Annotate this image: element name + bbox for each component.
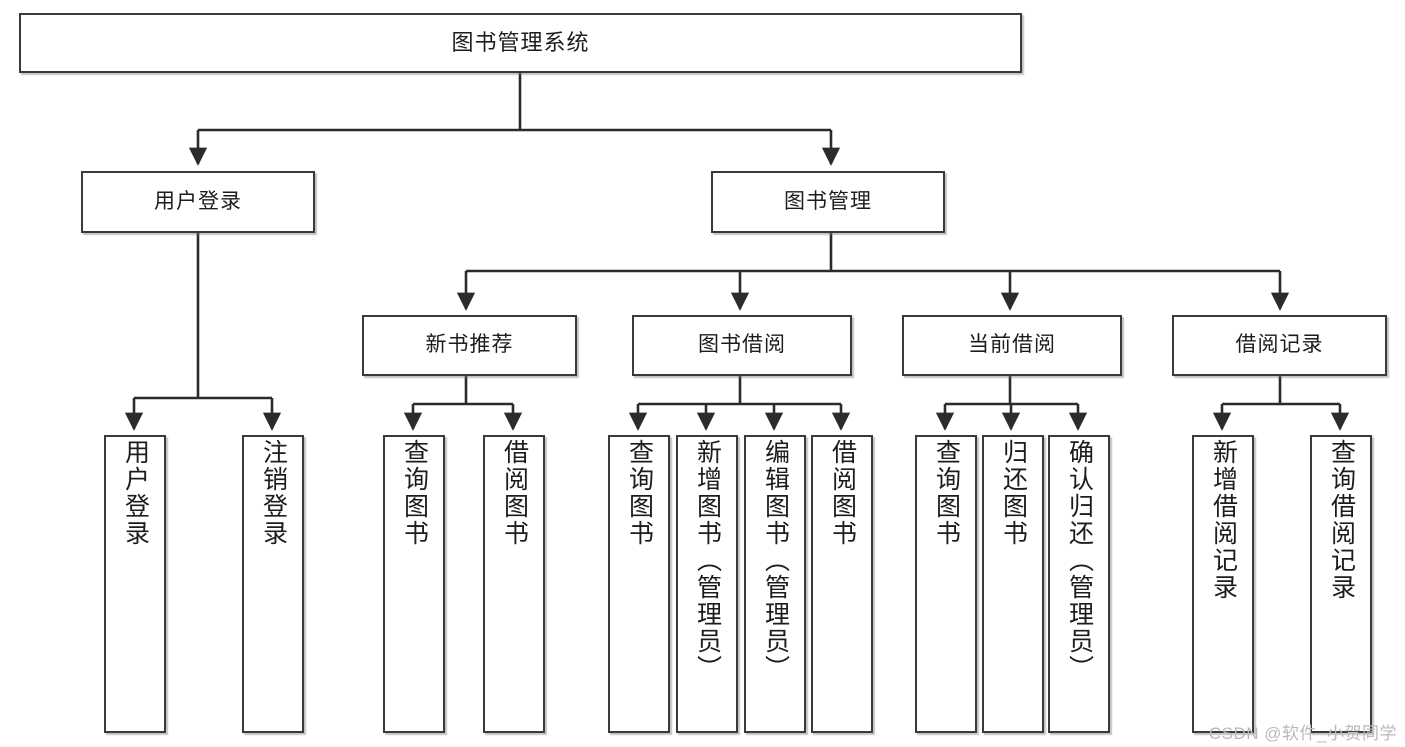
node-borrow-record[interactable]: 借阅记录 xyxy=(1172,315,1387,376)
leaf-confirm-return-admin[interactable]: 确认归还（管理员） xyxy=(1048,435,1110,733)
leaf-query-book-recommend[interactable]: 查询图书 xyxy=(383,435,445,733)
node-label: 用户登录 xyxy=(121,439,150,547)
node-label: 新书推荐 xyxy=(425,333,514,357)
node-label: 确认归还（管理员） xyxy=(1065,439,1094,682)
leaf-add-borrow-record[interactable]: 新增借阅记录 xyxy=(1192,435,1254,733)
node-user-login[interactable]: 用户登录 xyxy=(81,171,315,233)
node-label: 图书借阅 xyxy=(698,333,786,357)
node-label: 图书管理系统 xyxy=(451,30,590,56)
node-label: 借阅记录 xyxy=(1235,333,1324,357)
leaf-edit-book-admin[interactable]: 编辑图书（管理员） xyxy=(744,435,806,733)
node-label: 新增图书（管理员） xyxy=(693,439,722,682)
node-label: 查询图书 xyxy=(400,439,429,547)
node-new-book-recommend[interactable]: 新书推荐 xyxy=(362,315,577,376)
node-book-management[interactable]: 图书管理 xyxy=(711,171,945,233)
leaf-borrow-book[interactable]: 借阅图书 xyxy=(811,435,873,733)
node-label: 编辑图书（管理员） xyxy=(761,439,790,682)
node-label: 查询借阅记录 xyxy=(1327,439,1356,601)
leaf-query-book-current[interactable]: 查询图书 xyxy=(915,435,977,733)
leaf-logout-login[interactable]: 注销登录 xyxy=(242,435,304,733)
node-label: 查询图书 xyxy=(625,439,654,547)
node-label: 借阅图书 xyxy=(500,439,529,547)
node-label: 注销登录 xyxy=(259,439,288,547)
node-current-borrow[interactable]: 当前借阅 xyxy=(902,315,1122,376)
leaf-borrow-book-recommend[interactable]: 借阅图书 xyxy=(483,435,545,733)
leaf-add-book-admin[interactable]: 新增图书（管理员） xyxy=(676,435,738,733)
node-label: 借阅图书 xyxy=(828,439,857,547)
node-book-borrow[interactable]: 图书借阅 xyxy=(632,315,852,376)
leaf-return-book[interactable]: 归还图书 xyxy=(982,435,1044,733)
node-label: 新增借阅记录 xyxy=(1209,439,1238,601)
node-label: 归还图书 xyxy=(999,439,1028,547)
leaf-query-book-borrow[interactable]: 查询图书 xyxy=(608,435,670,733)
leaf-query-borrow-record[interactable]: 查询借阅记录 xyxy=(1310,435,1372,733)
csdn-watermark: CSDN @软件_小贺同学 xyxy=(1208,724,1397,743)
node-label: 图书管理 xyxy=(784,189,872,213)
node-label: 查询图书 xyxy=(932,439,961,547)
node-label: 用户登录 xyxy=(154,189,242,213)
node-root-book-management-system[interactable]: 图书管理系统 xyxy=(19,13,1022,73)
leaf-user-login[interactable]: 用户登录 xyxy=(104,435,166,733)
node-label: 当前借阅 xyxy=(968,333,1056,357)
